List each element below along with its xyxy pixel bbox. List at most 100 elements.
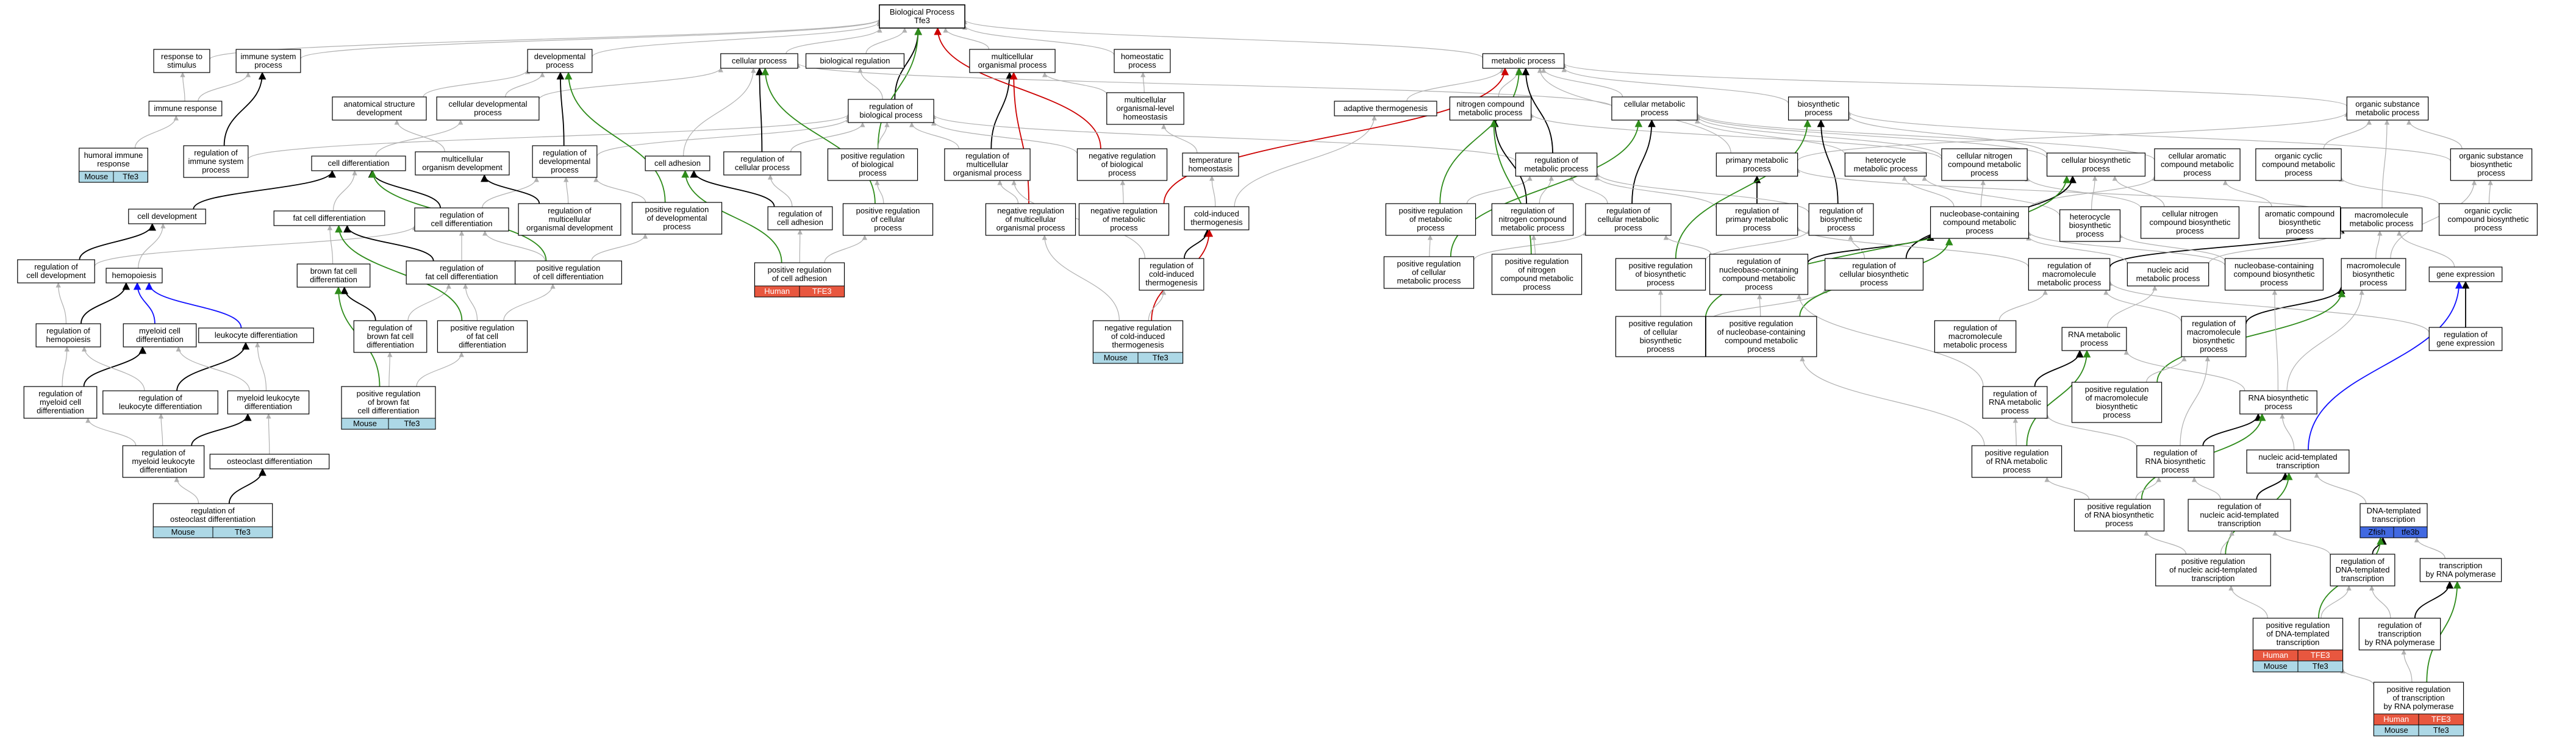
- go-term-immune-response[interactable]: immune response: [148, 101, 223, 116]
- go-term-gene-expression[interactable]: gene expression: [2428, 266, 2503, 282]
- go-term-fat-cell-differentiation[interactable]: fat cell differentiation: [273, 210, 385, 226]
- go-term-cell-differentiation[interactable]: cell differentiation: [311, 155, 406, 171]
- go-term-osteoclast-differentiation[interactable]: osteoclast differentiation: [209, 454, 330, 469]
- go-term-metabolic-process[interactable]: metabolic process: [1482, 53, 1565, 69]
- go-term-cellular-process[interactable]: cellular process: [720, 53, 798, 69]
- go-term-biological-regulation[interactable]: biological regulation: [805, 53, 905, 69]
- go-term-cell-development[interactable]: cell development: [128, 209, 206, 224]
- go-term-cell-adhesion[interactable]: cell adhesion: [645, 155, 710, 171]
- go-term-hemopoiesis[interactable]: hemopoiesis: [106, 268, 163, 284]
- go-term-adaptive-thermogenesis[interactable]: adaptive thermogenesis: [1334, 101, 1437, 116]
- go-term-leukocyte-differentiation[interactable]: leukocyte differentiation: [198, 327, 314, 343]
